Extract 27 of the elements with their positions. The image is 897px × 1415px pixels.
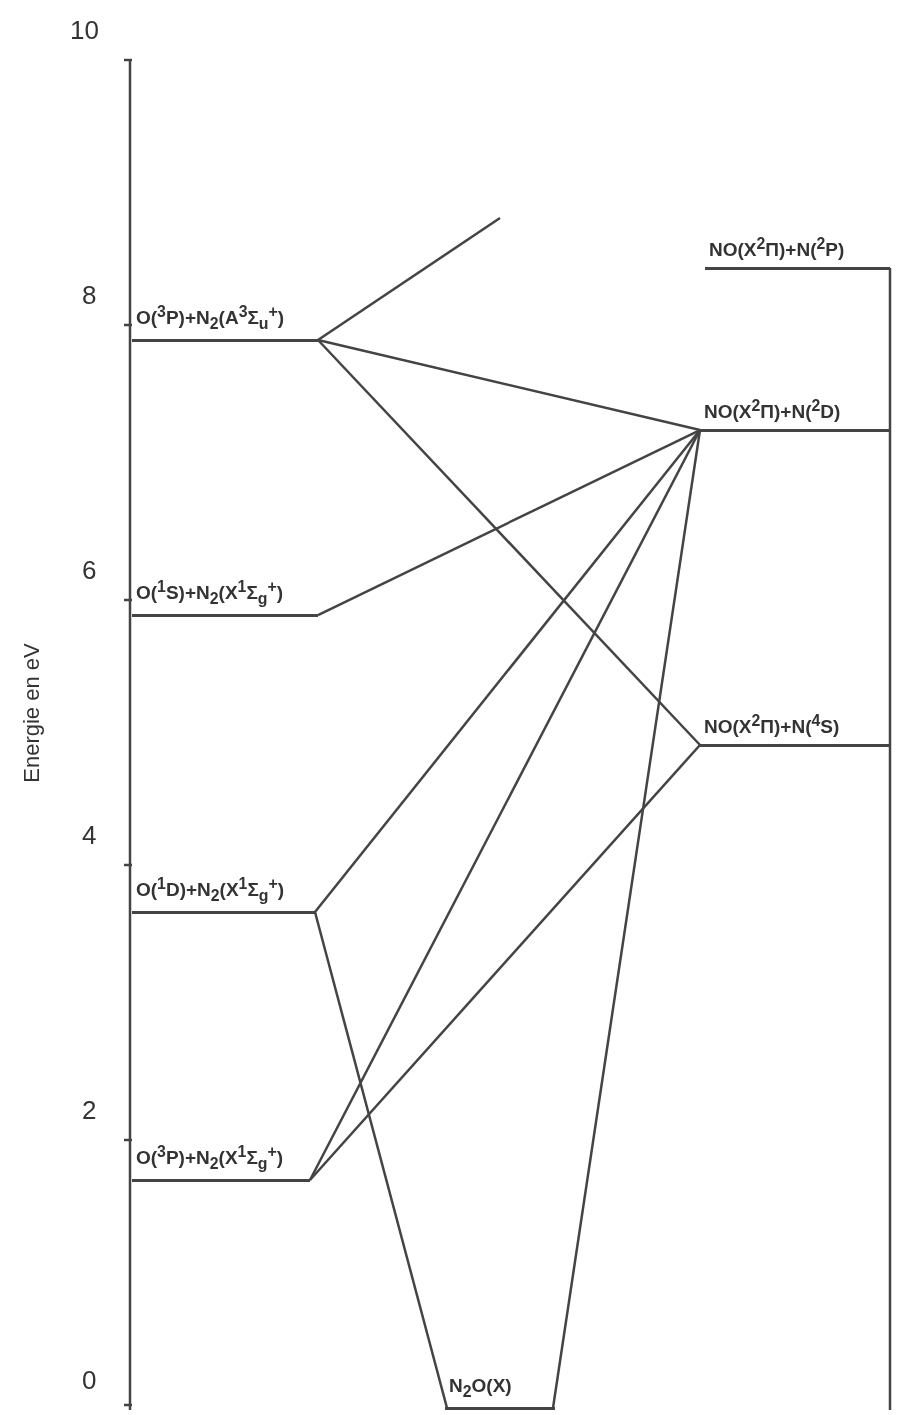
correlation-line [313, 911, 449, 1409]
energy-level [132, 876, 315, 914]
state-label: O($^{1}$S)+N$_{2}$(X$^{1}$Σ$_{g}$$^{+}$) [136, 577, 284, 608]
correlation-line [309, 744, 701, 1181]
tick-label: 0 [82, 1365, 97, 1396]
energy-level [132, 579, 318, 617]
tick-label: 4 [82, 820, 97, 851]
tick-label: 10 [70, 15, 99, 46]
state-label: NO(X$^{2}$Π)+N($^{4}$S) [704, 711, 840, 738]
state-label: O($^{3}$P)+N$_{2}$(X$^{1}$Σ$_{g}$$^{+}$) [136, 1142, 284, 1173]
state-label: O($^{1}$D)+N$_{2}$(X$^{1}$Σ$_{g}$$^{+}$) [136, 874, 285, 905]
state-label: N$_{2}$O(X) [449, 1375, 512, 1401]
correlation-line [317, 339, 701, 746]
axis-title: Energie en eV [19, 643, 45, 783]
energy-level [132, 1144, 310, 1182]
state-label: NO(X$^{2}$Π)+N($^{2}$P) [709, 234, 845, 261]
correlation-line [551, 429, 702, 1409]
state-label: O($^{3}$P)+N$_{2}$(A$^{3}$Σ$_{u}$$^{+}$) [136, 302, 285, 333]
correlation-line [314, 429, 701, 913]
energy-level [132, 304, 318, 342]
tick-label: 6 [82, 555, 97, 586]
state-label: NO(X$^{2}$Π)+N($^{2}$D) [704, 396, 841, 423]
correlation-line [317, 428, 701, 617]
correlation-line [317, 216, 501, 342]
tick-label: 8 [82, 280, 97, 311]
tick-label: 2 [82, 1095, 97, 1126]
correlation-line [317, 338, 701, 432]
